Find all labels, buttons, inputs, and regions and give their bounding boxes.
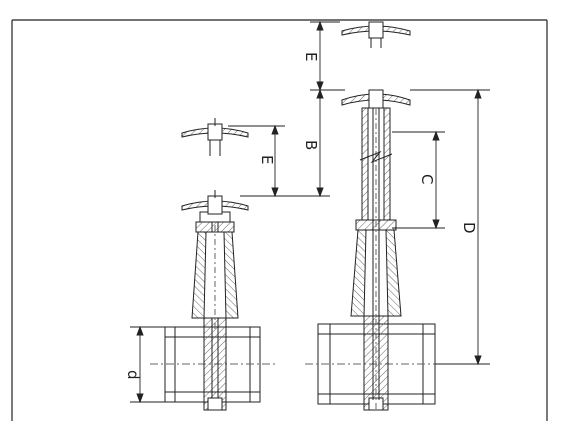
dimension-lines [130, 20, 490, 404]
right-valve [305, 21, 450, 411]
label-e-right: E [302, 52, 320, 61]
label-d: d [124, 370, 142, 380]
label-b: B [302, 140, 320, 150]
left-valve [150, 118, 275, 411]
label-dd: D [460, 222, 478, 234]
label-c: C [418, 174, 436, 184]
label-e-left: E [258, 155, 276, 164]
drawing-frame [11, 19, 548, 421]
